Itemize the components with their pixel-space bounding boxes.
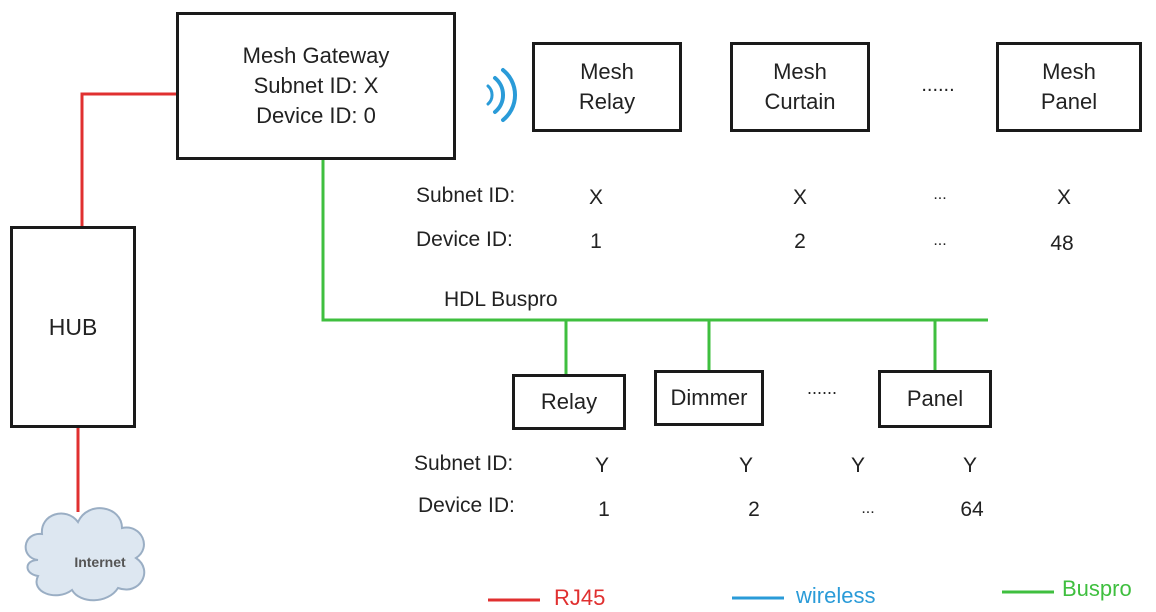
- mesh-relay-box: Mesh Relay: [532, 42, 682, 132]
- gateway-subnet-label: Subnet ID:: [253, 73, 358, 98]
- mesh-device-label: Device ID:: [416, 228, 513, 251]
- panel-box: Panel: [878, 370, 992, 428]
- mesh-relay-line1: Mesh: [580, 59, 634, 84]
- bus-subnet-value: Y: [850, 454, 866, 477]
- bus-device-value: ...: [861, 500, 875, 517]
- bus-device-value: 2: [748, 498, 760, 521]
- mesh-device-value: 2: [794, 230, 806, 253]
- gateway-subnet-row: Subnet ID: X: [254, 71, 379, 101]
- hdl-buspro-label: HDL Buspro: [444, 288, 558, 311]
- dimmer-box: Dimmer: [654, 370, 764, 426]
- rj45-line-gateway-hub: [80, 92, 178, 228]
- bus-ellipsis: ......: [806, 378, 838, 398]
- wifi-icon: [486, 68, 517, 122]
- mesh-ellipsis: ......: [921, 74, 955, 96]
- mesh-subnet-value: X: [1056, 186, 1072, 209]
- mesh-subnet-value: X: [792, 186, 808, 209]
- gateway-device-row: Device ID: 0: [256, 101, 376, 131]
- legend-buspro-label: Buspro: [1062, 576, 1132, 601]
- bus-subnet-value: Y: [962, 454, 978, 477]
- mesh-device-value: ...: [933, 232, 947, 249]
- legend-rj45-label: RJ45: [554, 585, 606, 610]
- bus-subnet-value: Y: [594, 454, 610, 477]
- mesh-panel-line2: Panel: [1040, 89, 1098, 114]
- panel-label: Panel: [906, 386, 964, 411]
- mesh-curtain-line1: Mesh: [773, 59, 827, 84]
- mesh-panel-line1: Mesh: [1042, 59, 1096, 84]
- hub-box: HUB: [10, 226, 136, 428]
- mesh-subnet-value: X: [588, 186, 604, 209]
- mesh-relay-line2: Relay: [578, 89, 636, 114]
- mesh-panel-box: Mesh Panel: [996, 42, 1142, 132]
- hub-label: HUB: [48, 314, 98, 340]
- bus-subnet-label: Subnet ID:: [414, 452, 514, 475]
- bus-subnet-value: Y: [738, 454, 754, 477]
- bus-device-value: 64: [960, 498, 984, 521]
- mesh-curtain-line2: Curtain: [764, 89, 836, 114]
- legend-wireless-label: wireless: [796, 583, 876, 608]
- mesh-subnet-label: Subnet ID:: [416, 184, 516, 207]
- internet-label: Internet: [74, 554, 126, 570]
- relay-label: Relay: [540, 389, 598, 414]
- bus-device-label: Device ID:: [418, 494, 515, 517]
- dimmer-label: Dimmer: [670, 385, 748, 410]
- buspro-line-gateway: [321, 158, 988, 322]
- mesh-gateway-title: Mesh Gateway: [242, 43, 390, 68]
- internet-cloud-icon: [24, 507, 146, 602]
- mesh-subnet-value: ...: [933, 186, 947, 203]
- gateway-device-value: 0: [363, 103, 376, 128]
- gateway-device-label: Device ID:: [256, 103, 358, 128]
- mesh-device-value: 1: [590, 230, 602, 253]
- gateway-subnet-value: X: [363, 73, 379, 98]
- relay-box: Relay: [512, 374, 626, 430]
- bus-device-value: 1: [598, 498, 610, 521]
- mesh-gateway-box: Mesh Gateway Subnet ID: X Device ID: 0: [176, 12, 456, 160]
- mesh-device-value: 48: [1050, 232, 1074, 255]
- mesh-curtain-box: Mesh Curtain: [730, 42, 870, 132]
